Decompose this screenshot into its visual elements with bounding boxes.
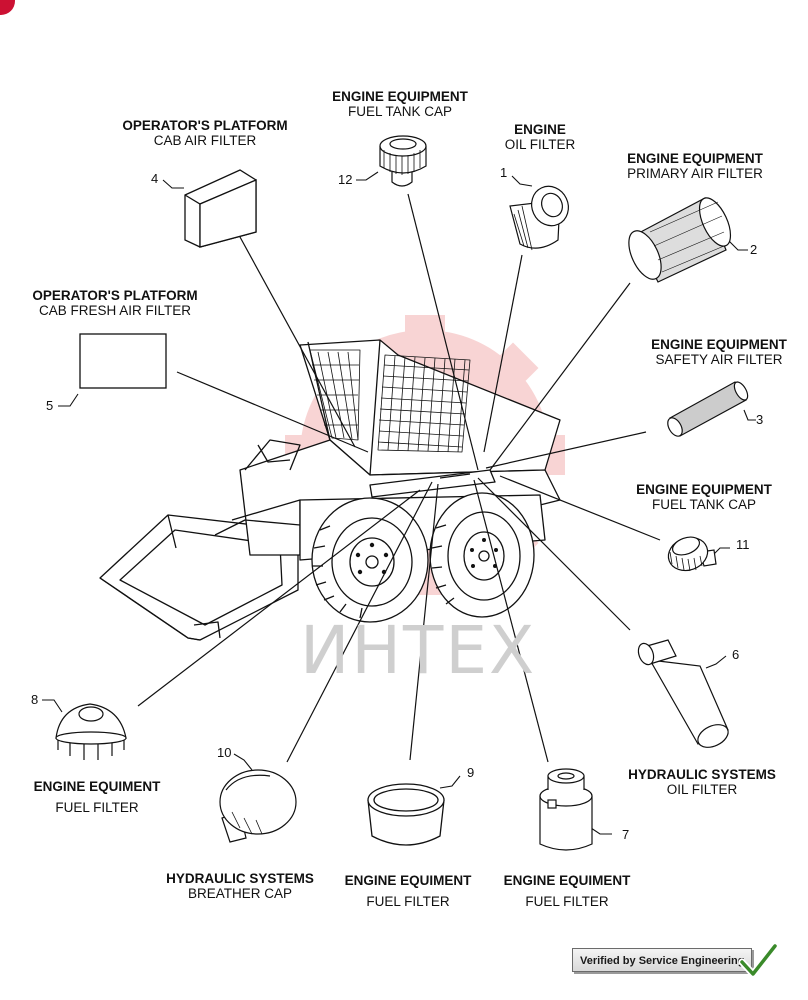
- label-cab-fresh-air-filter: OPERATOR'S PLATFORM CAB FRESH AIR FILTER: [20, 288, 210, 318]
- label-subtitle: FUEL FILTER: [525, 894, 609, 909]
- verified-badge: Verified by Service Engineering: [572, 948, 752, 972]
- callout-number: 8: [31, 692, 39, 707]
- rear-wheel: [429, 492, 535, 618]
- label-subtitle: BREATHER CAP: [187, 886, 293, 901]
- label-title: HYDRAULIC SYSTEMS: [166, 871, 314, 886]
- label-cab-air-filter: OPERATOR'S PLATFORM CAB AIR FILTER: [110, 118, 300, 148]
- callout-number: 3: [756, 412, 764, 427]
- fuel-filter-part-7: [539, 768, 593, 851]
- fuel-filter-part-9: [367, 783, 445, 846]
- callout-number: 10: [217, 745, 232, 760]
- label-title: ENGINE EQUIMENT: [33, 779, 161, 794]
- checkmark-icon: [738, 942, 778, 978]
- label-title: OPERATOR'S PLATFORM: [122, 118, 288, 133]
- callout-number: 1: [500, 165, 508, 180]
- label-title: ENGINE EQUIPMENT: [627, 151, 763, 166]
- cab-fresh-air-filter-part: [79, 333, 167, 389]
- label-title: ENGINE EQUIMENT: [344, 873, 472, 888]
- hydraulic-oil-filter-part-6: [637, 639, 729, 748]
- callout-number: 12: [338, 172, 353, 187]
- label-subtitle: CAB FRESH AIR FILTER: [38, 303, 192, 318]
- fuel-filter-part-8: [55, 703, 127, 760]
- callout-number: 7: [622, 827, 630, 842]
- fuel-tank-cap-part-12: [379, 135, 427, 187]
- label-title: OPERATOR'S PLATFORM: [32, 288, 198, 303]
- label-subtitle: FUEL TANK CAP: [651, 497, 757, 512]
- label-subtitle: FUEL TANK CAP: [347, 104, 453, 119]
- label-fuel-tank-cap-top: ENGINE EQUIPMENT FUEL TANK CAP: [310, 89, 490, 119]
- label-title: ENGINE EQUIPMENT: [332, 89, 468, 104]
- label-subtitle: CAB AIR FILTER: [153, 133, 257, 148]
- label-subtitle: OIL FILTER: [666, 782, 738, 797]
- label-title: ENGINE: [514, 122, 566, 137]
- callout-number: 6: [732, 647, 740, 662]
- cab-air-filter-part: [184, 169, 257, 248]
- label-primary-air-filter: ENGINE EQUIPMENT PRIMARY AIR FILTER: [605, 151, 785, 181]
- label-subtitle: OIL FILTER: [504, 137, 576, 152]
- leader-lines: [137, 193, 661, 763]
- label-breather-cap: HYDRAULIC SYSTEMS BREATHER CAP: [150, 871, 330, 901]
- label-title: ENGINE EQUIPMENT: [636, 482, 772, 497]
- label-fuel-filter-7: ENGINE EQUIMENT FUEL FILTER: [487, 870, 647, 912]
- breather-cap-part-10: [219, 769, 297, 843]
- label-engine-oil-filter: ENGINE OIL FILTER: [480, 122, 600, 152]
- watermark-text: ИНТЕХ: [300, 612, 537, 689]
- skid-steer-loader: [99, 339, 561, 641]
- callout-number: 2: [750, 242, 758, 257]
- callout-number: 11: [736, 537, 750, 552]
- label-fuel-filter-8: ENGINE EQUIMENT FUEL FILTER: [17, 776, 177, 818]
- label-subtitle: PRIMARY AIR FILTER: [627, 166, 763, 181]
- callout-number: 4: [151, 171, 159, 186]
- label-subtitle: SAFETY AIR FILTER: [655, 352, 783, 367]
- label-subtitle: FUEL FILTER: [366, 894, 450, 909]
- safety-air-filter-part-3: [667, 381, 749, 437]
- callout-number: 9: [467, 765, 475, 780]
- label-safety-air-filter: ENGINE EQUIPMENT SAFETY AIR FILTER: [630, 337, 808, 367]
- label-fuel-filter-9: ENGINE EQUIMENT FUEL FILTER: [328, 870, 488, 912]
- fuel-tank-cap-part-11: [667, 536, 717, 572]
- corner-mark-icon: [0, 0, 15, 15]
- oil-filter-part-1: [509, 185, 569, 251]
- label-title: ENGINE EQUIPMENT: [651, 337, 787, 352]
- label-hydraulic-oil-filter: HYDRAULIC SYSTEMS OIL FILTER: [612, 767, 792, 797]
- label-subtitle: FUEL FILTER: [55, 800, 139, 815]
- callout-number: 5: [46, 398, 54, 413]
- label-fuel-tank-cap-right: ENGINE EQUIPMENT FUEL TANK CAP: [614, 482, 794, 512]
- primary-air-filter-part-2: [628, 197, 732, 283]
- label-title: HYDRAULIC SYSTEMS: [628, 767, 776, 782]
- front-wheel: [311, 497, 429, 623]
- label-title: ENGINE EQUIMENT: [503, 873, 631, 888]
